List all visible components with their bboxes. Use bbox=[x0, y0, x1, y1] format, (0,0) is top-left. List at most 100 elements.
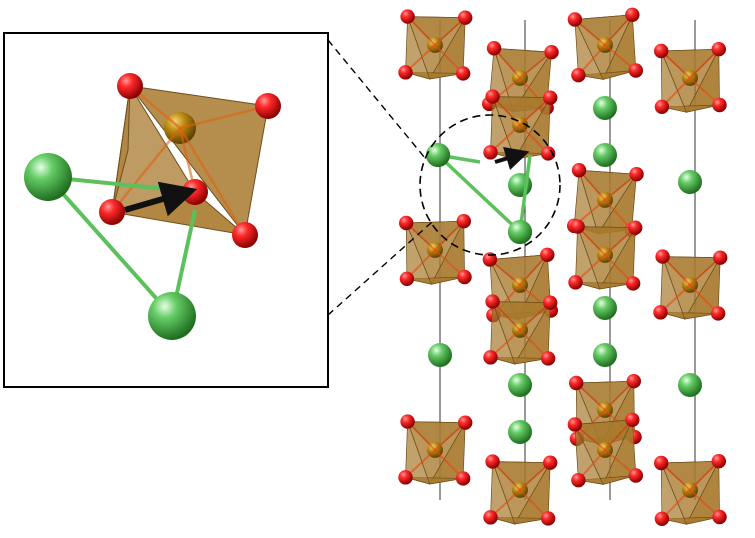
oxygen-atom bbox=[712, 97, 727, 113]
oxygen-atom bbox=[399, 215, 414, 231]
oxygen-atom bbox=[712, 509, 727, 525]
inset-b-o-bond bbox=[111, 127, 181, 213]
a-cation bbox=[593, 143, 617, 167]
oxygen-atom bbox=[485, 454, 500, 469]
oxygen-atom bbox=[629, 167, 644, 182]
octahedron-face bbox=[405, 421, 431, 485]
octahedron-face bbox=[574, 19, 604, 80]
octahedron bbox=[566, 163, 644, 238]
oxygen-atom bbox=[458, 415, 473, 430]
oxygen-atom bbox=[455, 471, 471, 486]
oxygen-atom bbox=[571, 163, 587, 178]
oxygen-atom bbox=[543, 455, 558, 470]
a-cation bbox=[593, 343, 617, 367]
oxygen-atom bbox=[711, 454, 726, 469]
octahedron-face bbox=[574, 424, 604, 485]
oxygen-atom bbox=[483, 350, 498, 365]
octahedron-face bbox=[660, 462, 687, 525]
oxygen-atom bbox=[457, 269, 472, 285]
a-cation bbox=[593, 296, 617, 320]
oxygen-atom bbox=[567, 12, 583, 27]
oxygen-atom bbox=[398, 470, 413, 485]
octahedron bbox=[398, 414, 473, 486]
oxygen-atom bbox=[455, 66, 471, 81]
inset-octahedron-face bbox=[111, 85, 131, 213]
oxygen-atom bbox=[655, 249, 670, 264]
oxygen-atom bbox=[626, 374, 641, 389]
oxygen-atom bbox=[540, 511, 556, 526]
octahedron-face bbox=[490, 96, 516, 160]
oxygen-atom bbox=[710, 306, 726, 321]
oxygen-atom bbox=[568, 275, 583, 290]
octahedron-face bbox=[490, 301, 516, 365]
octahedron-face bbox=[660, 256, 686, 320]
octahedron-face bbox=[405, 222, 432, 285]
oxygen-atom bbox=[400, 414, 415, 429]
octahedron bbox=[568, 219, 643, 291]
highlight-a-cation bbox=[508, 220, 532, 244]
a-cation bbox=[593, 96, 617, 120]
crystal-lattice bbox=[398, 7, 728, 526]
octahedron bbox=[654, 42, 727, 115]
octahedron bbox=[398, 9, 473, 81]
oxygen-atom bbox=[398, 65, 413, 80]
octahedron-face bbox=[405, 16, 431, 80]
inset-a-cation bbox=[148, 292, 196, 340]
oxygen-atom bbox=[486, 41, 502, 56]
a-cation bbox=[678, 373, 702, 397]
oxygen-atom bbox=[711, 42, 726, 57]
oxygen-atom bbox=[569, 375, 584, 391]
octahedron bbox=[567, 7, 644, 83]
oxygen-atom bbox=[625, 7, 640, 22]
a-cation bbox=[508, 420, 532, 444]
oxygen-atom bbox=[654, 43, 669, 59]
inset-b-o-bond bbox=[179, 104, 269, 130]
zoom-circle bbox=[419, 114, 561, 256]
oxygen-atom bbox=[485, 89, 500, 104]
octahedron bbox=[483, 294, 558, 366]
oxygen-atom bbox=[713, 250, 728, 265]
a-cation bbox=[678, 170, 702, 194]
oxygen-atom bbox=[540, 146, 556, 161]
inset-a-cation bbox=[24, 153, 72, 201]
inset-oxygen-atom bbox=[255, 93, 281, 119]
inset-oxygen-atom bbox=[117, 73, 143, 99]
oxygen-atom bbox=[567, 417, 583, 432]
octahedron bbox=[483, 89, 558, 161]
oxygen-atom bbox=[654, 511, 670, 526]
oxygen-atom bbox=[625, 276, 641, 291]
inset-oxygen-atom bbox=[232, 222, 258, 248]
a-cation bbox=[428, 343, 452, 367]
a-cation bbox=[508, 373, 532, 397]
octahedron bbox=[567, 412, 644, 488]
oxygen-atom bbox=[456, 214, 471, 229]
oxygen-atom bbox=[653, 305, 668, 320]
oxygen-atom bbox=[628, 468, 644, 483]
oxygen-atom bbox=[654, 99, 670, 115]
octahedron bbox=[654, 454, 727, 526]
highlight-a-cation bbox=[426, 143, 450, 167]
oxygen-atom bbox=[571, 472, 586, 488]
octahedron-face bbox=[490, 461, 516, 525]
oxygen-atom bbox=[625, 412, 640, 427]
octahedron-face bbox=[660, 50, 687, 113]
oxygen-atom bbox=[483, 145, 498, 160]
oxygen-atom bbox=[483, 510, 498, 525]
inset-a-o-bond bbox=[46, 175, 174, 318]
oxygen-atom bbox=[400, 9, 415, 24]
arrow-icon bbox=[494, 147, 530, 170]
inset-b-o-bond bbox=[178, 127, 247, 236]
a-o-bond bbox=[436, 153, 522, 234]
oxygen-atom bbox=[654, 455, 669, 471]
oxygen-atom bbox=[399, 271, 415, 286]
oxygen-atom bbox=[540, 351, 556, 366]
inset-oxygen-atom bbox=[182, 179, 208, 205]
inset-detail bbox=[24, 73, 281, 340]
oxygen-atom bbox=[482, 252, 498, 267]
inset-oxygen-atom bbox=[99, 199, 125, 225]
oxygen-atom bbox=[540, 247, 555, 262]
oxygen-atom bbox=[544, 45, 559, 60]
oxygen-atom bbox=[628, 63, 644, 78]
